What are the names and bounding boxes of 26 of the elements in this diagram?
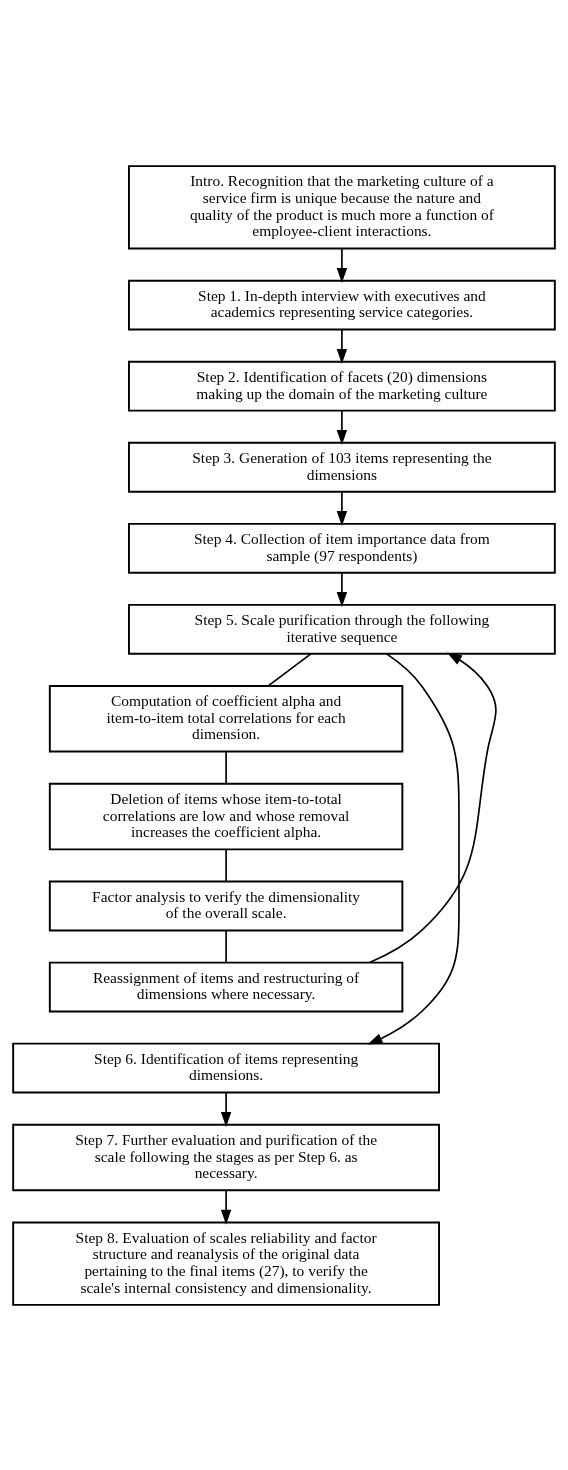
node-box: Intro. Recognition that the marketing culture of a service firm is unique because the nature and quality of the product is much more a function of employee-client interactions.: [128, 164, 556, 249]
arrow: [220, 1091, 232, 1127]
node-box: Step 8. Evaluation of scales reliability and factor structure and reanalysis of the original data pertaining to the final items (27), to verify the scale's internal consistency and dimensionality.: [12, 1221, 440, 1306]
arrow: [336, 571, 348, 607]
node-box: Step 2. Identification of facets (20) dimensions making up the domain of the marketing culture: [128, 360, 556, 412]
connector: [267, 652, 312, 686]
arrow: [368, 652, 497, 963]
node-box: Step 7. Further evaluation and purification of the scale following the stages as per Step 6. as necessary.: [12, 1123, 440, 1191]
node-box: Computation of coefficient alpha and item-to-item total correlations for each dimension.: [48, 684, 404, 753]
arrow: [220, 1189, 232, 1225]
node-box: Step 1. In-depth interview with executives and academics representing service categories.: [128, 279, 556, 330]
arrow: [336, 247, 348, 283]
node-box: Step 6. Identification of items representing dimensions.: [12, 1042, 440, 1093]
node-box: Reassignment of items and restructuring of dimensions where necessary.: [48, 961, 404, 1012]
arrow: [336, 328, 348, 364]
arrow: [336, 490, 348, 526]
node-box: Factor analysis to verify the dimensionality of the overall scale.: [48, 880, 404, 931]
node-box: Step 4. Collection of item importance data from sample (97 respondents): [128, 522, 556, 574]
connector: [225, 848, 227, 882]
node-box: Step 3. Generation of 103 items representing the dimensions: [128, 441, 556, 493]
arrow: [367, 652, 460, 1045]
node-box: Deletion of items whose item-to-total correlations are low and whose removal increases the coefficient alpha.: [48, 782, 404, 850]
arrow: [336, 409, 348, 445]
connector: [225, 750, 227, 785]
connector: [225, 929, 227, 963]
node-box: Step 5. Scale purification through the following iterative sequence: [128, 603, 556, 655]
